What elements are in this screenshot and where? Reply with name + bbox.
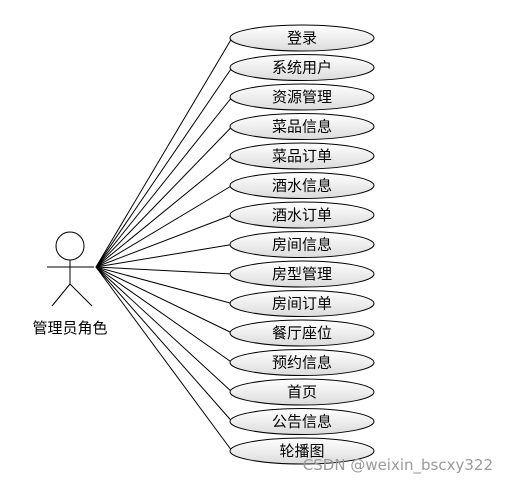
use-case[interactable]: 房型管理	[229, 260, 375, 288]
use-case[interactable]: 轮播图	[229, 437, 375, 465]
use-case[interactable]: 系统用户	[229, 54, 375, 81]
association-line	[95, 67, 233, 268]
actor-left-leg	[51, 283, 71, 307]
actor-right-leg	[69, 283, 93, 307]
use-case-ellipse[interactable]	[229, 201, 375, 229]
use-case-label: 首页	[287, 383, 317, 401]
association-line	[95, 155, 233, 268]
use-case-label: 餐厅座位	[272, 324, 332, 342]
use-case-label: 公告信息	[272, 413, 332, 431]
use-case[interactable]: 餐厅座位	[229, 319, 375, 347]
association-lines	[95, 37, 233, 452]
actor-figure	[47, 231, 94, 307]
use-case-label: 酒水信息	[272, 177, 332, 195]
use-case[interactable]: 菜品信息	[229, 113, 375, 140]
use-case-label: 轮播图	[279, 442, 324, 460]
use-case-label: 菜品信息	[272, 118, 332, 136]
association-line	[95, 266, 233, 393]
use-case-label: 资源管理	[272, 88, 332, 106]
use-case-ellipse[interactable]	[229, 54, 375, 81]
association-line	[95, 126, 233, 268]
use-case-ellipse[interactable]	[229, 260, 375, 288]
association-line	[95, 185, 233, 268]
use-case[interactable]: 预约信息	[229, 349, 375, 376]
use-case[interactable]: 登录	[229, 24, 375, 52]
use-case[interactable]: 酒水订单	[229, 201, 375, 229]
use-case-ellipse[interactable]	[229, 172, 375, 199]
use-case-ellipse[interactable]	[229, 142, 375, 170]
association-line	[95, 37, 233, 268]
association-line	[95, 266, 233, 422]
use-case-label: 预约信息	[272, 354, 332, 372]
use-case[interactable]: 酒水信息	[229, 172, 375, 199]
actor-label: 管理员角色	[32, 319, 107, 337]
actor-head	[55, 231, 85, 261]
association-line	[95, 266, 233, 275]
use-case-label: 登录	[287, 29, 317, 47]
use-case-label: 房型管理	[272, 265, 332, 283]
use-case[interactable]: 房间订单	[229, 290, 375, 317]
use-case-ellipse[interactable]	[229, 290, 375, 317]
use-case-ellipse[interactable]	[229, 24, 375, 52]
use-case-ellipse[interactable]	[229, 231, 375, 258]
association-line	[95, 266, 233, 363]
association-line	[95, 96, 233, 268]
association-line	[95, 266, 233, 334]
use-case-ellipse[interactable]	[229, 349, 375, 376]
use-case-ellipse[interactable]	[229, 113, 375, 140]
use-case-label: 酒水订单	[272, 206, 332, 224]
use-case-ellipse[interactable]	[229, 83, 375, 111]
use-case-ellipse[interactable]	[229, 319, 375, 347]
use-case-label: 房间信息	[272, 236, 332, 254]
use-case-label: 系统用户	[272, 59, 332, 77]
use-case-ellipse[interactable]	[229, 378, 375, 406]
association-line	[95, 244, 233, 268]
watermark-text: CSDN @weixin_bscxy322	[303, 456, 493, 475]
use-case[interactable]: 首页	[229, 378, 375, 406]
use-case-label: 房间订单	[272, 295, 332, 313]
association-line	[95, 266, 233, 452]
association-line	[95, 266, 233, 304]
use-case[interactable]: 资源管理	[229, 83, 375, 111]
use-case-ellipse[interactable]	[229, 408, 375, 435]
association-line	[95, 214, 233, 268]
use-case-ellipse[interactable]	[229, 437, 375, 465]
use-case[interactable]: 公告信息	[229, 408, 375, 435]
use-case[interactable]: 菜品订单	[229, 142, 375, 170]
use-case-label: 菜品订单	[272, 147, 332, 165]
use-case-list: 登录系统用户资源管理菜品信息菜品订单酒水信息酒水订单房间信息房型管理房间订单餐厅…	[229, 24, 375, 465]
use-case[interactable]: 房间信息	[229, 231, 375, 258]
